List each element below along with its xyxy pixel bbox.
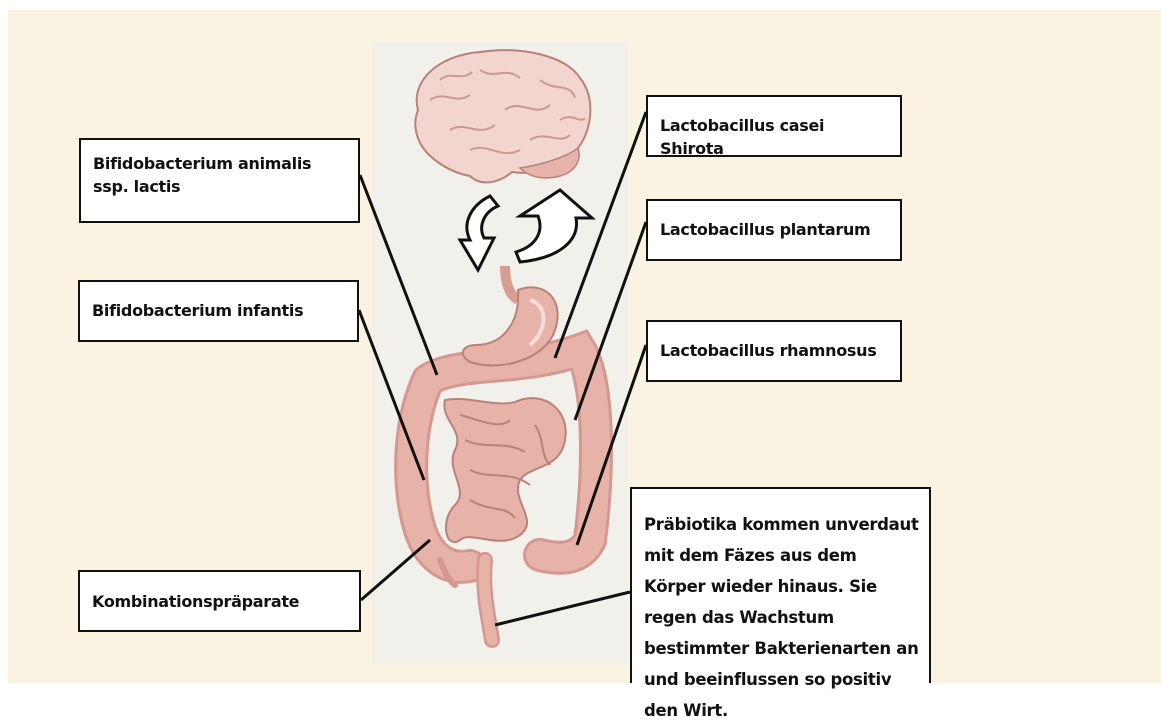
- bidirectional-curved-arrows-icon: [460, 190, 592, 270]
- brain-icon: [415, 50, 590, 182]
- pointer-line-combination: [361, 540, 430, 600]
- label-combination-preparations: Kombinationspräparate: [78, 570, 361, 632]
- pointer-line-plantarum: [575, 222, 646, 420]
- label-prebiotics-explanation: Präbiotika kommen unverdaut mit dem Fäze…: [630, 487, 931, 683]
- label-bifidobacterium-animalis: Bifidobacterium animalis ssp. lactis: [79, 138, 360, 223]
- label-bifidobacterium-infantis: Bifidobacterium infantis: [78, 280, 359, 342]
- label-lactobacillus-casei-shirota: Lactobacillus casei Shirota: [646, 95, 902, 157]
- label-lactobacillus-plantarum: Lactobacillus plantarum: [646, 199, 902, 261]
- label-lactobacillus-rhamnosus: Lactobacillus rhamnosus: [646, 320, 902, 382]
- pointer-line-prebiotics: [495, 592, 630, 625]
